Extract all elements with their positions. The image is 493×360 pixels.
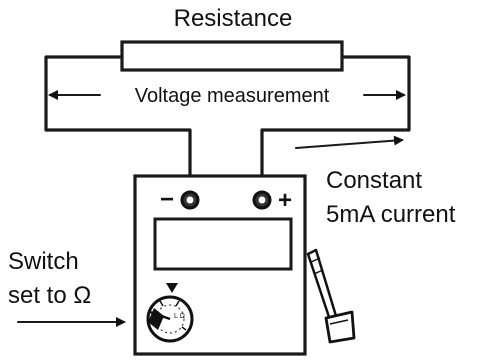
positive-terminal-sign: +: [278, 187, 292, 214]
left-wire: [44, 55, 192, 188]
resistor-box: [120, 40, 344, 72]
resistance-label: Resistance: [174, 5, 293, 32]
switch-label-line2: set to Ω: [8, 282, 91, 309]
right-wire: [260, 55, 411, 188]
constant-current-label-line1: Constant: [326, 167, 422, 194]
positive-terminal: [252, 190, 272, 210]
rotary-dial[interactable]: [146, 295, 194, 343]
constant-current-label-line2: 5mA current: [326, 201, 456, 228]
current-arrow: [295, 135, 404, 149]
dial-scale-marks: L Ω: [174, 313, 185, 320]
dial-pointer-icon: [166, 283, 178, 293]
negative-terminal-sign: −: [160, 186, 174, 213]
switch-label-line1: Switch: [8, 248, 79, 275]
multimeter-display: [153, 217, 293, 271]
voltage-measurement-label: Voltage measurement: [135, 85, 330, 107]
negative-terminal: [180, 190, 200, 210]
probe-icon: [306, 248, 356, 344]
